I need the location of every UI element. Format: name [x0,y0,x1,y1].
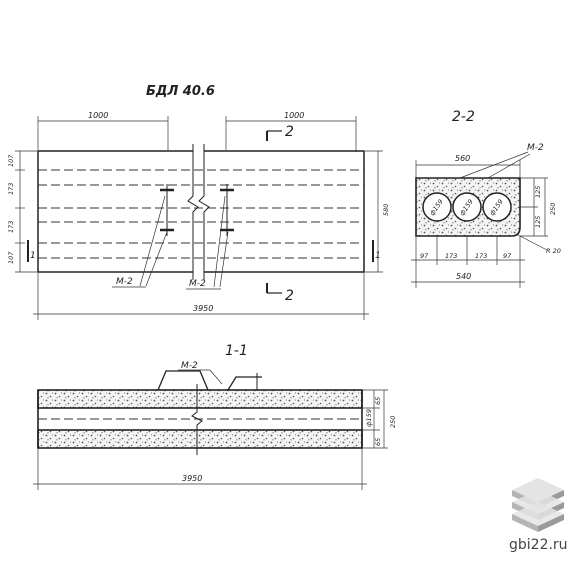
plan-title: БДЛ 40.6 [146,84,215,99]
section-2-2-right-dim-2: 125 [534,216,542,228]
section-1-1-bottom-flange [37,429,363,449]
plan-row-dim-2: 173 [7,183,15,195]
section-2-2-dim-top: 560 [455,154,470,163]
plan-row-dim-3: 173 [7,221,15,233]
section-1-1: 1-1 М-2 65 ф159 65 250 3950 [33,343,397,490]
section-1-1-height-dim: 250 [389,416,397,428]
plan-dim-right: 1000 [284,111,304,120]
lifting-loop-right [220,184,234,236]
section-1-1-lifting-loop [157,370,209,391]
section-2-2-bottom-dim-3: 173 [475,252,487,260]
section-1-1-dim-total: 3950 [182,474,202,483]
lifting-loop-left [160,184,174,236]
site-name[interactable]: gbi22.ru [509,537,568,553]
section-1-1-loop-end [227,376,262,391]
section-2-2-loop-label: М-2 [527,143,544,153]
section-2-2-bottom-dim-1: 97 [420,252,429,260]
plan-dim-total: 3950 [193,304,213,313]
section-1-1-top-flange [37,389,363,409]
plan-section-mark-top: 2 [285,124,294,140]
gbi-logo-icon [512,478,564,532]
section-2-2-dim-bottom: 540 [456,272,471,281]
plan-loop-label-2: М-2 [189,279,206,289]
plan-view: БДЛ 40.6 1000 1000 107 1 [7,84,390,320]
section-1-1-right-dim-1: 65 [374,397,382,405]
section-1-1-title: 1-1 [225,343,248,359]
section-2-2-bottom-dim-2: 173 [445,252,457,260]
hollow-cores [422,192,512,222]
section-2-2-right-dim-1: 125 [534,186,542,198]
section-1-1-right-dim-3: 65 [374,438,382,446]
plan-loop-label-1: М-2 [116,277,133,287]
plan-row-dim-1: 107 [7,154,15,167]
plan-height-dim: 580 [382,204,390,216]
plan-cut-mark-right: 1 [375,251,381,261]
section-2-2-height-dim: 250 [549,203,557,215]
section-2-2-radius: R 20 [546,247,561,255]
plan-cut-mark-left: 1 [30,251,36,261]
section-2-2-title: 2-2 [452,109,475,125]
section-2-2-bottom-dim-4: 97 [503,252,512,260]
section-2-2: 2-2 560 М-2 ф159 ф159 ф159 125 125 250 R… [411,109,561,288]
plan-row-dim-4: 107 [7,251,15,264]
section-1-1-right-dim-2: ф159 [365,409,373,427]
section-1-1-loop-label: М-2 [181,361,198,371]
plan-dim-left: 1000 [88,111,108,120]
plan-section-mark-bottom: 2 [285,288,294,304]
